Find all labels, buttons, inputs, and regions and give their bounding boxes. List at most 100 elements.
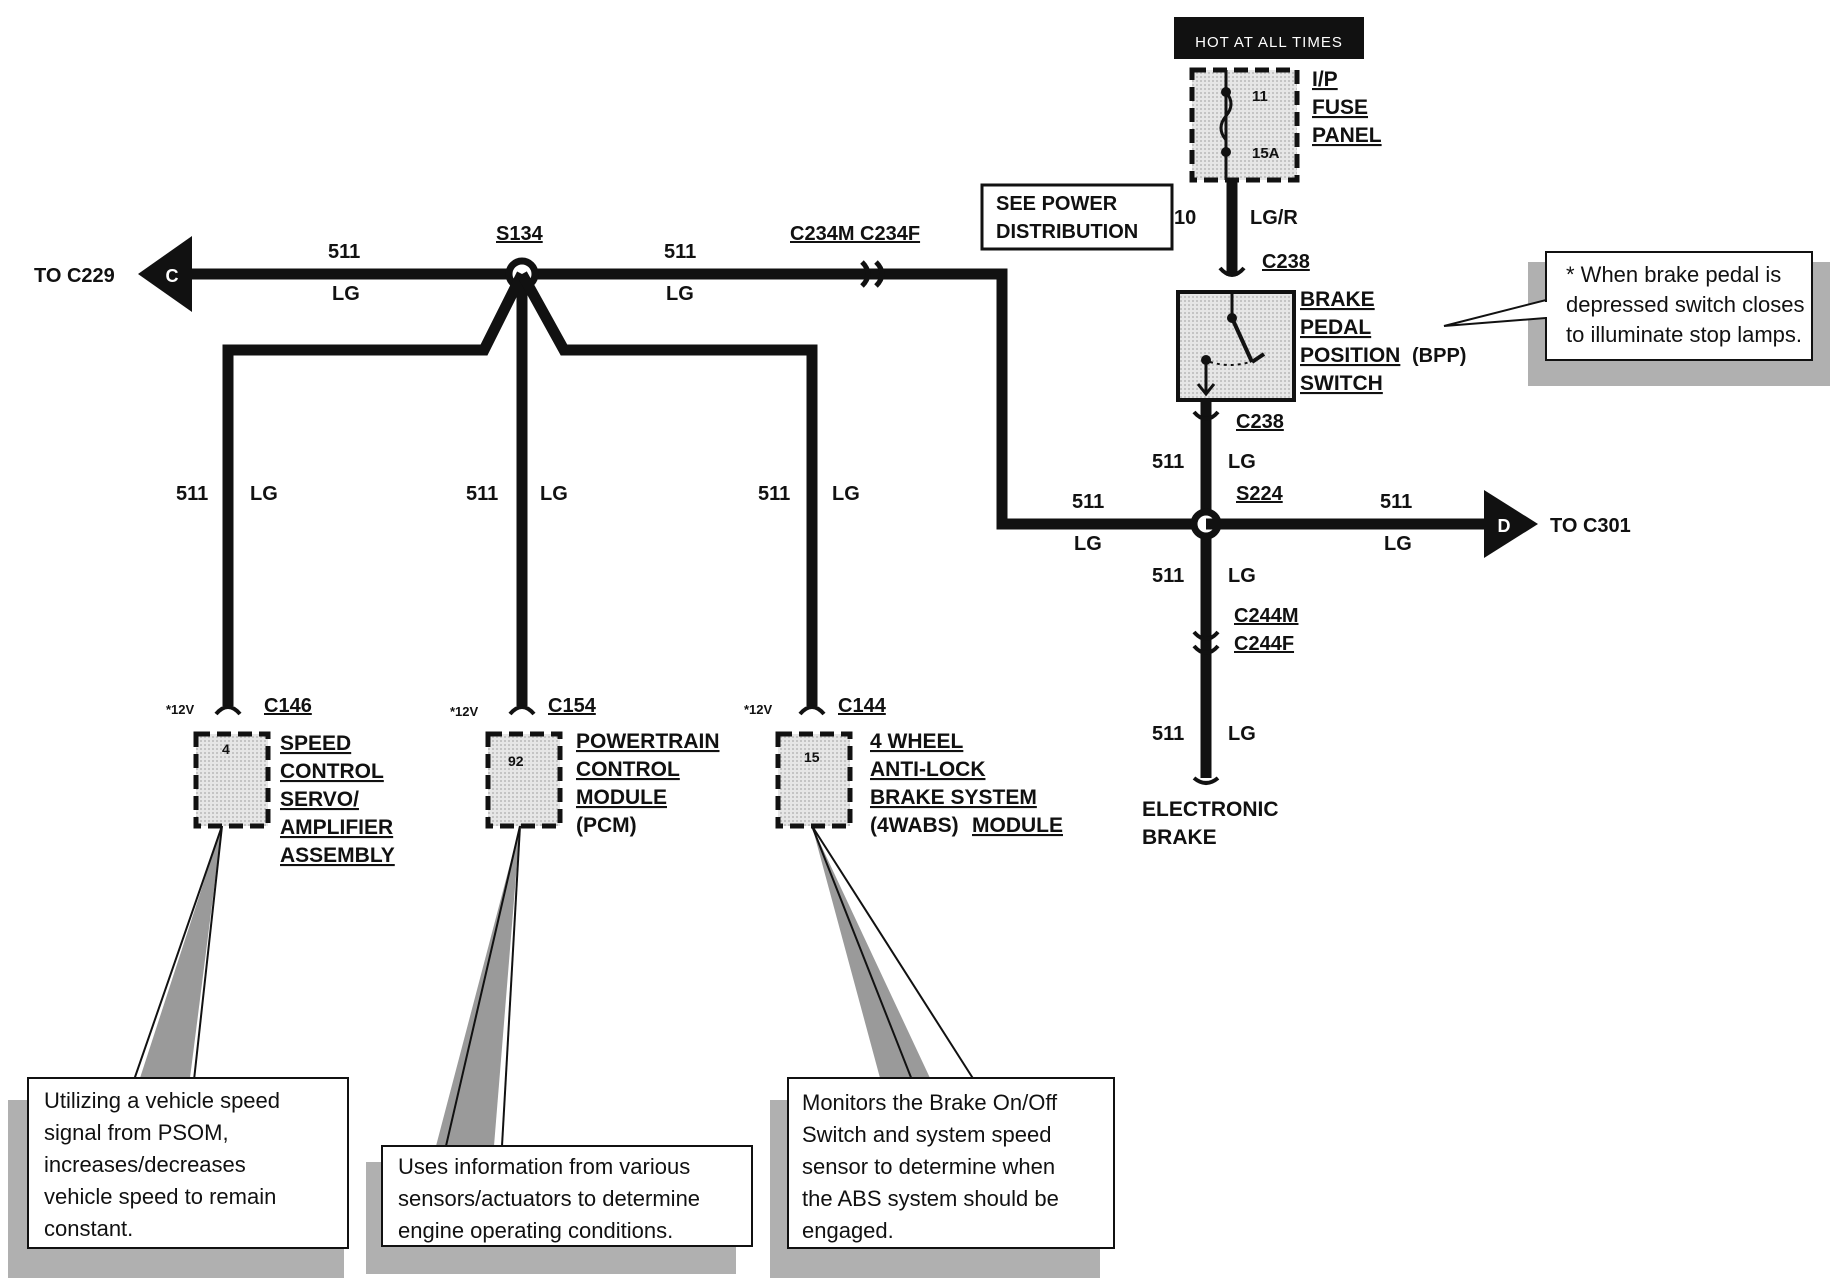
wire-label-color-6: LG — [1228, 565, 1256, 587]
speed-control-label-1: SPEED — [280, 732, 351, 755]
bpp-label-2: PEDAL — [1300, 316, 1371, 339]
abs-note-line1: Monitors the Brake On/Off — [802, 1090, 1058, 1115]
speed-control-label-4: AMPLIFIER — [280, 816, 393, 839]
bpp-label-4: SWITCH — [1300, 372, 1383, 395]
bpp-label-1: BRAKE — [1300, 288, 1375, 311]
wire-branch-abs — [517, 271, 818, 706]
c146-connector — [214, 705, 242, 716]
wire-label-color-10: LG — [832, 483, 860, 505]
c238-bottom-label: C238 — [1236, 411, 1284, 433]
wire-label-circuit-5: 511 — [1380, 491, 1412, 513]
voltage-label-1: *12V — [166, 702, 195, 717]
abs-label-4a: (4WABS) — [870, 814, 959, 837]
fuse-panel-label-2: FUSE — [1312, 96, 1368, 119]
c154-label: C154 — [548, 695, 597, 717]
electronic-brake-connector — [1192, 776, 1220, 785]
to-c301-label: TO C301 — [1550, 515, 1631, 537]
abs-label-4b: MODULE — [972, 814, 1063, 837]
pcm-label-1: POWERTRAIN — [576, 730, 720, 753]
voltage-label-2: *12V — [450, 704, 479, 719]
wire-label-color-4: LG — [1228, 451, 1256, 473]
bpp-note-line2: depressed switch closes — [1566, 292, 1804, 317]
wire-label-color-8: LG — [250, 483, 278, 505]
abs-pin: 15 — [804, 749, 820, 765]
abs-note-line5: engaged. — [802, 1218, 894, 1243]
abs-label-2: ANTI-LOCK — [870, 758, 985, 781]
pcm-note-line3: engine operating conditions. — [398, 1218, 673, 1243]
wire-branch-speed-control — [222, 271, 527, 706]
bpp-label-3-suffix: (BPP) — [1412, 345, 1466, 367]
speed-control-label-3: SERVO/ — [280, 788, 359, 811]
speed-control-module: 4 — [193, 731, 271, 829]
c301-letter: D — [1498, 516, 1511, 536]
wire-label-color-9: LG — [540, 483, 568, 505]
c244-connector — [1192, 630, 1220, 655]
abs-note-line3: sensor to determine when — [802, 1154, 1055, 1179]
wire-label-color-2: LG — [666, 283, 694, 305]
wire-label-color-7: LG — [1228, 723, 1256, 745]
c144-label: C144 — [838, 695, 887, 717]
voltage-label-3: *12V — [744, 702, 773, 717]
abs-note-line4: the ABS system should be — [802, 1186, 1059, 1211]
hot-at-all-times-text: HOT AT ALL TIMES — [1195, 34, 1343, 51]
c144-connector — [798, 705, 826, 716]
abs-label-1: 4 WHEEL — [870, 730, 964, 753]
fuse-wire-color: LG/R — [1250, 207, 1298, 229]
pcm-module: 92 — [485, 731, 563, 829]
c244f-label: C244F — [1234, 633, 1294, 655]
fuse-wire-circuit: 10 — [1174, 207, 1196, 229]
abs-callout: Monitors the Brake On/Off Switch and sys… — [770, 825, 1115, 1278]
fuse-panel-label-3: PANEL — [1312, 124, 1382, 147]
c234-connector — [860, 260, 885, 288]
speed-control-pin: 4 — [222, 741, 230, 757]
to-c229-label: TO C229 — [34, 265, 115, 287]
bpp-callout: * When brake pedal is depressed switch c… — [1443, 251, 1830, 386]
bpp-note-line1: * When brake pedal is — [1566, 262, 1781, 287]
speed-note-line4: vehicle speed to remain — [44, 1184, 276, 1209]
s224-label: S224 — [1236, 483, 1284, 505]
speed-note-line1: Utilizing a vehicle speed — [44, 1088, 280, 1113]
wire-label-circuit-1: 511 — [328, 241, 360, 263]
speed-callout: Utilizing a vehicle speed signal from PS… — [8, 825, 349, 1278]
speed-note-line2: signal from PSOM, — [44, 1120, 229, 1145]
wire-label-circuit-2: 511 — [664, 241, 696, 263]
pcm-label-3: MODULE — [576, 786, 667, 809]
bpp-label-3: POSITION — [1300, 344, 1400, 367]
see-power-line1: SEE POWER — [996, 193, 1118, 215]
pcm-pin: 92 — [508, 753, 524, 769]
c229-letter: C — [166, 266, 179, 286]
wire-label-circuit-7: 511 — [1152, 723, 1184, 745]
wire-label-circuit-3: 511 — [1072, 491, 1104, 513]
wire-label-circuit-8: 511 — [176, 483, 208, 505]
to-c229-arrow: C — [138, 236, 192, 312]
c244m-label: C244M — [1234, 605, 1298, 627]
wire-label-circuit-4: 511 — [1152, 451, 1184, 473]
fuse-block: 11 15A — [1189, 67, 1300, 183]
pcm-label-2: CONTROL — [576, 758, 680, 781]
electronic-brake-line1: ELECTRONIC — [1142, 798, 1279, 821]
c154-connector — [508, 705, 536, 716]
see-power-distribution-box: SEE POWER DISTRIBUTION — [980, 183, 1174, 251]
pcm-note-line2: sensors/actuators to determine — [398, 1186, 700, 1211]
wire-label-color-3: LG — [1074, 533, 1102, 555]
fuse-panel-label-1: I/P — [1312, 68, 1338, 91]
hot-at-all-times-header: HOT AT ALL TIMES — [1174, 17, 1364, 59]
wire-label-circuit-9: 511 — [466, 483, 498, 505]
wire-label-circuit-10: 511 — [758, 483, 790, 505]
bpp-switch-symbol — [1176, 290, 1296, 402]
wire-label-color-5: LG — [1384, 533, 1412, 555]
pcm-label-4: (PCM) — [576, 814, 637, 837]
abs-note-line2: Switch and system speed — [802, 1122, 1051, 1147]
c146-label: C146 — [264, 695, 312, 717]
wire-label-circuit-6: 511 — [1152, 565, 1184, 587]
wire-c234-to-s224 — [996, 268, 1206, 530]
c238-top-connector — [1218, 266, 1246, 277]
c234-label: C234M C234F — [790, 223, 920, 245]
fuse-number: 11 — [1252, 88, 1268, 105]
speed-note-line5: constant. — [44, 1216, 133, 1241]
speed-control-label-2: CONTROL — [280, 760, 384, 783]
speed-note-line3: increases/decreases — [44, 1152, 246, 1177]
pcm-note-line1: Uses information from various — [398, 1154, 690, 1179]
abs-module: 15 — [775, 731, 853, 829]
